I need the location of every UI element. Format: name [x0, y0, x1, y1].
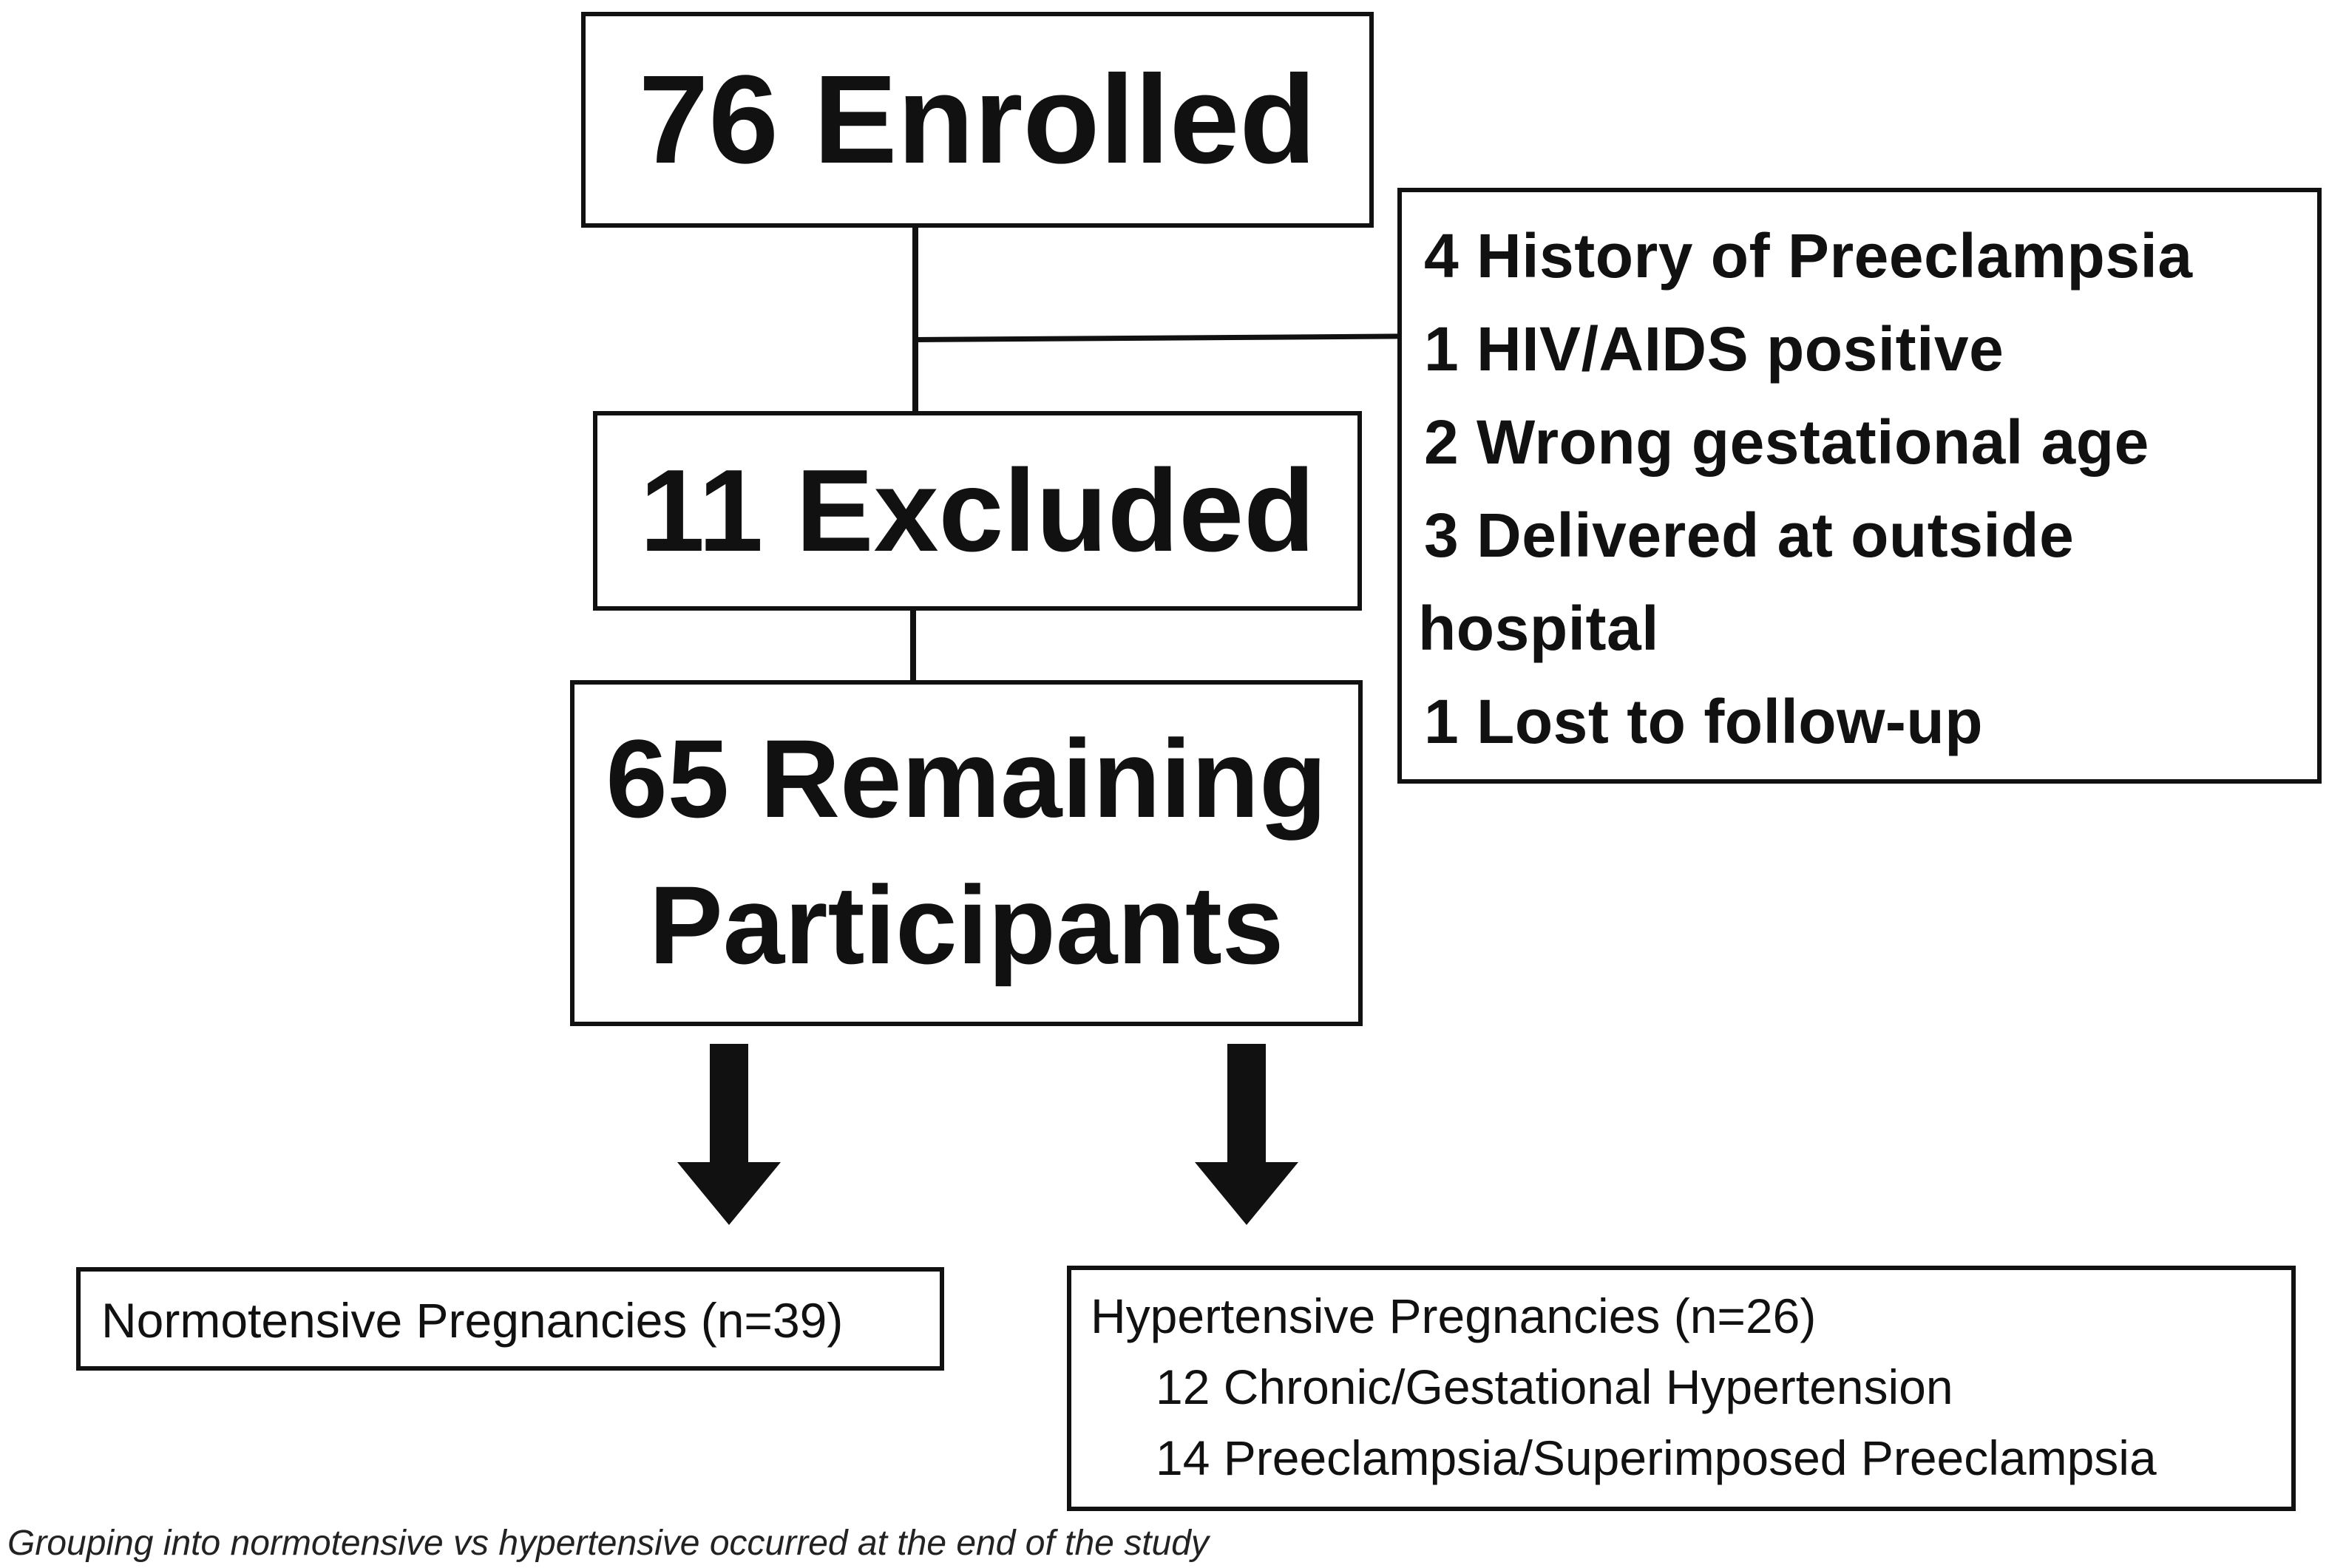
- excluded-box: 11 Excluded: [593, 411, 1362, 611]
- enrolled-label: 76 Enrolled: [638, 50, 1317, 190]
- enrolled-box: 76 Enrolled: [581, 12, 1374, 228]
- arrow-down-normotensive-icon: [677, 1044, 781, 1225]
- exclusion-reason-item: 3 Delivered at outside: [1424, 500, 2075, 570]
- remaining-box: 65 Remaining Participants: [570, 680, 1363, 1026]
- exclusion-reasons-box: 4 History of Preeclampsia 1 HIV/AIDS pos…: [1397, 188, 2322, 784]
- remaining-line-1: 65 Remaining: [606, 716, 1327, 841]
- connector-to-exclusion-reasons: [915, 333, 1401, 342]
- exclusion-reason-item: 1 Lost to follow-up: [1424, 687, 1984, 756]
- arrow-down-hypertensive-icon: [1195, 1044, 1298, 1225]
- remaining-line-2: Participants: [648, 863, 1284, 987]
- hypertensive-title: Hypertensive Pregnancies (n=26): [1091, 1289, 1817, 1343]
- normotensive-label: Normotensive Pregnancies (n=39): [101, 1293, 844, 1348]
- hypertensive-subgroup-preeclampsia: 14 Preeclampsia/Superimposed Preeclampsi…: [1156, 1430, 2157, 1485]
- exclusion-reason-item: 4 History of Preeclampsia: [1424, 221, 2193, 291]
- excluded-label: 11 Excluded: [640, 445, 1315, 576]
- connector-excluded-remaining: [910, 608, 916, 682]
- exclusion-reason-item: hospital: [1418, 594, 1660, 663]
- footnote: Grouping into normotensive vs hypertensi…: [7, 1524, 1209, 1563]
- hypertensive-subgroup-chronic: 12 Chronic/Gestational Hypertension: [1156, 1360, 1953, 1414]
- hypertensive-box: Hypertensive Pregnancies (n=26) 12 Chron…: [1067, 1266, 2296, 1511]
- exclusion-reason-item: 1 HIV/AIDS positive: [1424, 314, 2004, 384]
- normotensive-box: Normotensive Pregnancies (n=39): [76, 1267, 944, 1371]
- exclusion-reason-item: 2 Wrong gestational age: [1424, 407, 2149, 477]
- connector-enrolled-excluded: [912, 224, 918, 415]
